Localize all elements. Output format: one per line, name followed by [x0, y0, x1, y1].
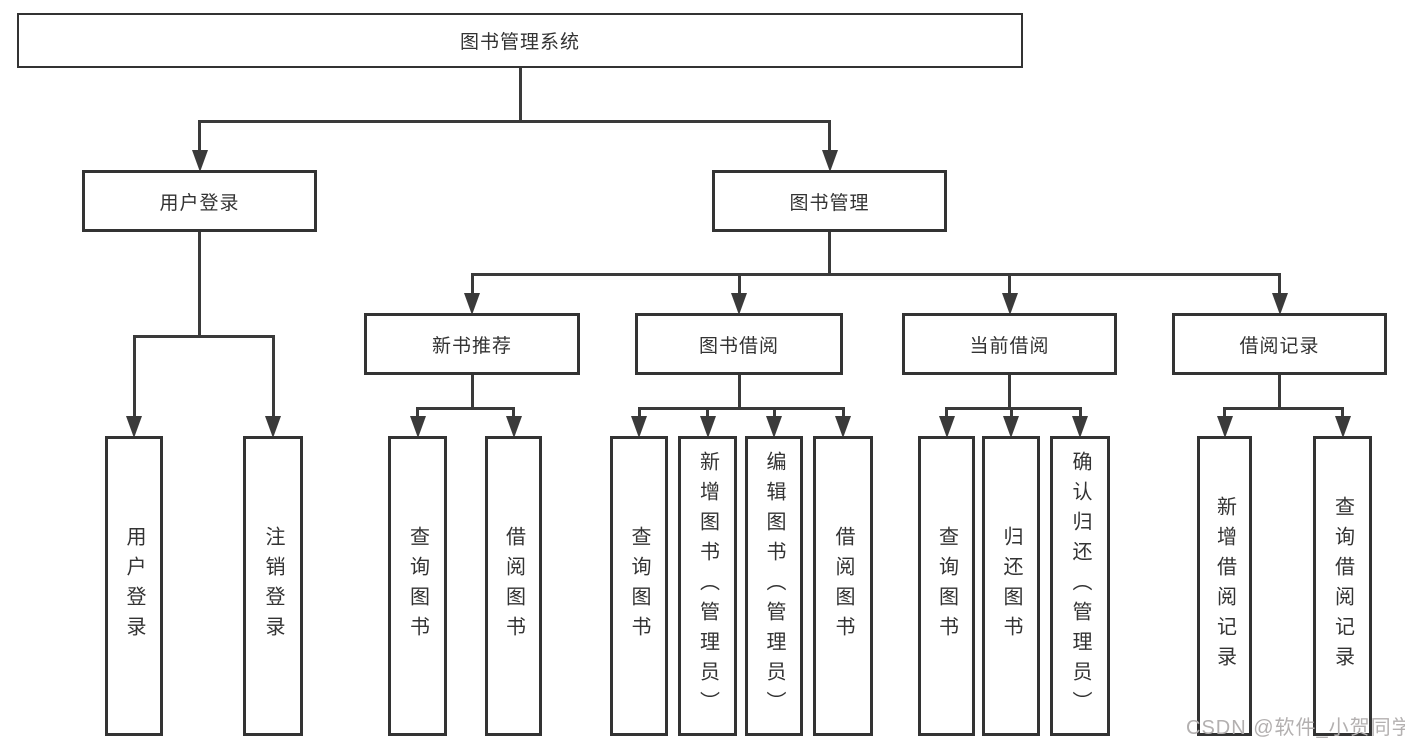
watermark: CSDN @软件_小贺同学 [1186, 717, 1405, 739]
node-leaf-query-book-borrow: 查询图书 [610, 436, 668, 736]
connector-line [416, 407, 515, 410]
arrowhead-down-icon [631, 416, 647, 438]
arrowhead-down-icon [835, 416, 851, 438]
node-label-borrow-record: 借阅记录 [1239, 335, 1320, 357]
connector-line [132, 335, 275, 338]
node-label-book-borrow: 图书借阅 [698, 335, 779, 357]
connector-line [637, 407, 641, 418]
node-leaf-query-borrow-record: 查询借阅记录 [1313, 436, 1372, 736]
node-borrow-record: 借阅记录 [1172, 313, 1387, 375]
connector-line [470, 375, 474, 410]
connector-line [1009, 407, 1013, 418]
node-root: 图书管理系统 [17, 13, 1023, 68]
node-label-leaf-return-book: 归还图书 [1000, 526, 1022, 646]
arrowhead-down-icon [1271, 293, 1288, 315]
arrowhead-down-icon [821, 150, 838, 172]
node-label-leaf-user-login: 用户登录 [123, 526, 145, 646]
arrowhead-down-icon [1001, 293, 1018, 315]
connector-line [1078, 407, 1082, 418]
node-user-login: 用户登录 [82, 170, 317, 232]
connector-line [1278, 375, 1281, 410]
connector-line [1008, 273, 1011, 295]
arrowhead-down-icon [699, 416, 716, 438]
connector-line [198, 232, 201, 338]
node-current-borrow: 当前借阅 [902, 313, 1117, 375]
connector-line [1223, 407, 1226, 418]
node-label-leaf-edit-book: 编辑图书（管理员） [763, 451, 785, 721]
connector-line [637, 407, 845, 410]
node-label-book-management: 图书管理 [789, 192, 870, 214]
connector-line [198, 120, 201, 152]
connector-line [945, 407, 1082, 410]
node-label-user-login: 用户登录 [159, 192, 240, 214]
node-label-leaf-query-book-borrow: 查询图书 [628, 526, 650, 646]
connector-line [470, 273, 474, 295]
node-leaf-query-book-recommend: 查询图书 [388, 436, 447, 736]
node-label-leaf-add-borrow-record: 新增借阅记录 [1213, 496, 1236, 676]
node-label-leaf-confirm-return: 确认归还（管理员） [1069, 451, 1091, 721]
node-leaf-add-borrow-record: 新增借阅记录 [1197, 436, 1252, 736]
connector-line [1223, 407, 1344, 410]
node-label-root: 图书管理系统 [459, 32, 580, 53]
node-leaf-borrow-book-recommend: 借阅图书 [485, 436, 542, 736]
node-label-leaf-borrow-book: 借阅图书 [832, 526, 854, 646]
connector-line [470, 273, 1281, 276]
node-leaf-borrow-book: 借阅图书 [813, 436, 873, 736]
connector-line [945, 407, 948, 418]
connector-line [416, 407, 419, 418]
arrowhead-down-icon [265, 416, 281, 438]
arrowhead-down-icon [938, 416, 955, 438]
arrowhead-down-icon [126, 416, 142, 438]
node-label-leaf-add-book: 新增图书（管理员） [696, 451, 719, 721]
node-label-leaf-borrow-book-recommend: 借阅图书 [502, 526, 525, 646]
connector-line [706, 407, 709, 418]
node-book-management: 图书管理 [712, 170, 947, 232]
connector-line [512, 407, 515, 418]
node-label-leaf-logout: 注销登录 [262, 526, 284, 646]
arrowhead-down-icon [505, 416, 522, 438]
connector-line [198, 120, 831, 123]
arrowhead-down-icon [766, 416, 782, 438]
node-leaf-confirm-return: 确认归还（管理员） [1050, 436, 1110, 736]
node-label-current-borrow: 当前借阅 [969, 335, 1050, 357]
connector-line [828, 232, 831, 276]
connector-line [1278, 273, 1281, 295]
node-leaf-query-book-current: 查询图书 [918, 436, 975, 736]
node-label-new-book-recommend: 新书推荐 [431, 335, 512, 357]
connector-line [271, 335, 275, 418]
connector-line [841, 407, 845, 418]
connector-line [828, 120, 831, 152]
connector-line [737, 375, 741, 410]
connector-line [518, 68, 522, 123]
node-label-leaf-query-book-recommend: 查询图书 [406, 526, 429, 646]
node-label-leaf-query-borrow-record: 查询借阅记录 [1331, 496, 1354, 676]
connector-line [1341, 407, 1344, 418]
node-leaf-edit-book: 编辑图书（管理员） [745, 436, 803, 736]
node-book-borrow: 图书借阅 [635, 313, 843, 375]
arrowhead-down-icon [191, 150, 208, 172]
connector-line [132, 335, 136, 418]
arrowhead-down-icon [1072, 416, 1088, 438]
arrowhead-down-icon [731, 293, 747, 315]
arrowhead-down-icon [1003, 416, 1019, 438]
arrowhead-down-icon [464, 293, 480, 315]
connector-line [737, 273, 741, 295]
node-leaf-logout: 注销登录 [243, 436, 303, 736]
node-leaf-user-login: 用户登录 [105, 436, 163, 736]
connector-line [1008, 375, 1011, 410]
node-leaf-add-book: 新增图书（管理员） [678, 436, 737, 736]
node-new-book-recommend: 新书推荐 [364, 313, 580, 375]
arrowhead-down-icon [1334, 416, 1351, 438]
node-leaf-return-book: 归还图书 [982, 436, 1040, 736]
arrowhead-down-icon [1216, 416, 1233, 438]
connector-line [772, 407, 776, 418]
arrowhead-down-icon [409, 416, 426, 438]
node-label-leaf-query-book-current: 查询图书 [935, 526, 958, 646]
